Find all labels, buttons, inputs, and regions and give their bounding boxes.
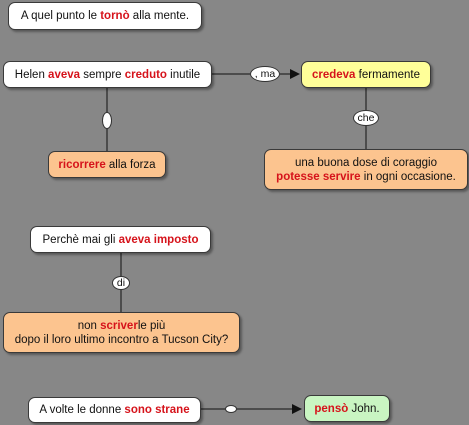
link-label-che[interactable]: che: [353, 110, 379, 126]
node-aveva-imposto[interactable]: Perchè mai gli aveva imposto: [30, 226, 211, 253]
link-label-empty-vertical[interactable]: [102, 112, 112, 129]
node-ricorrere-text: ricorrere alla forza: [58, 158, 156, 171]
node-aveva-creduto-text: Helen aveva sempre creduto inutile: [14, 68, 201, 81]
node-credeva[interactable]: credeva fermamente: [301, 61, 431, 88]
node-coraggio[interactable]: una buona dose di coraggio potesse servi…: [264, 149, 468, 190]
link-label-di[interactable]: di: [112, 276, 130, 290]
node-sono-strane[interactable]: A volte le donne sono strane: [28, 397, 201, 423]
node-ricorrere[interactable]: ricorrere alla forza: [48, 151, 166, 178]
node-torno[interactable]: A quel punto le tornò alla mente.: [8, 2, 202, 30]
link-label-empty-horizontal[interactable]: [225, 405, 237, 413]
node-scriver-line1: non scriverle più: [77, 319, 166, 332]
node-aveva-imposto-text: Perchè mai gli aveva imposto: [42, 233, 199, 246]
node-penso[interactable]: pensò John.: [304, 395, 390, 422]
link-label-ma[interactable]: , ma: [250, 66, 280, 82]
node-aveva-creduto[interactable]: Helen aveva sempre creduto inutile: [3, 61, 212, 88]
node-scriver[interactable]: non scriverle più dopo il loro ultimo in…: [3, 312, 240, 353]
node-coraggio-line1: una buona dose di coraggio: [295, 156, 437, 169]
node-credeva-text: credeva fermamente: [311, 68, 421, 81]
node-torno-text: A quel punto le tornò alla mente.: [20, 10, 190, 22]
node-penso-text: pensò John.: [314, 402, 380, 415]
node-scriver-line2: dopo il loro ultimo incontro a Tucson Ci…: [14, 333, 229, 346]
node-coraggio-line2: potesse servire in ogni occasione.: [276, 170, 456, 183]
node-sono-strane-text: A volte le donne sono strane: [39, 404, 190, 416]
